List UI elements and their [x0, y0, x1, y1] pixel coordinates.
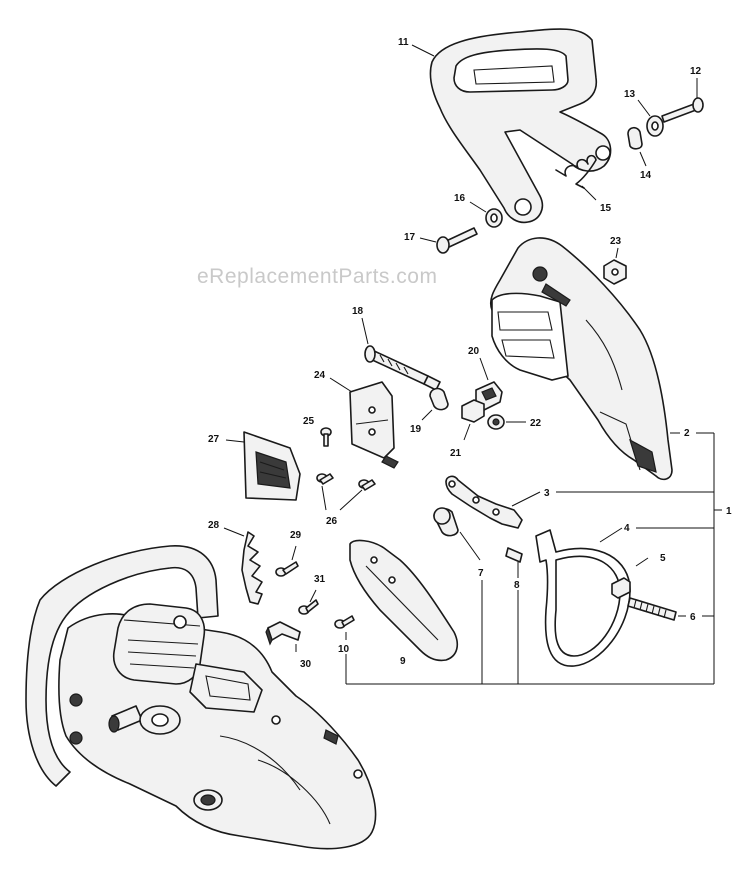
screw-6[interactable] — [627, 597, 677, 621]
bushing-7[interactable] — [433, 507, 459, 537]
washer-13[interactable] — [646, 115, 664, 137]
spring-15[interactable] — [555, 154, 597, 189]
svg-text:17: 17 — [404, 232, 416, 243]
bushing-19[interactable] — [429, 387, 449, 411]
screw-10[interactable] — [334, 615, 355, 629]
callout-13: 13 — [624, 89, 651, 117]
svg-text:29: 29 — [290, 530, 302, 541]
guard-bolt-12[interactable] — [661, 97, 704, 123]
plate-24[interactable] — [349, 381, 399, 469]
callout-19: 19 — [410, 409, 433, 435]
callout-17: 17 — [404, 232, 437, 243]
screw-25[interactable] — [320, 427, 332, 447]
svg-text:1: 1 — [726, 506, 732, 517]
spike-28[interactable] — [241, 531, 263, 605]
callout-29: 29 — [290, 530, 302, 561]
watermark-text: eReplacementParts.com — [197, 265, 437, 288]
callout-12: 12 — [690, 66, 702, 98]
callout-26: 26 — [321, 485, 363, 527]
svg-text:20: 20 — [468, 346, 480, 357]
callout-27: 27 — [208, 434, 245, 445]
svg-text:26: 26 — [326, 516, 338, 527]
callout-21: 21 — [450, 423, 471, 459]
callout-14: 14 — [639, 151, 652, 181]
svg-text:16: 16 — [454, 193, 466, 204]
screws-26[interactable] — [316, 473, 376, 491]
callout-2: 2 — [670, 428, 690, 439]
svg-text:30: 30 — [300, 659, 312, 670]
svg-text:10: 10 — [338, 644, 350, 655]
svg-text:12: 12 — [690, 66, 702, 77]
svg-text:3: 3 — [544, 488, 550, 499]
assembly-bracket — [346, 432, 722, 685]
callout-10: 10 — [338, 632, 350, 684]
guide-plate-9[interactable] — [349, 539, 459, 662]
svg-text:11: 11 — [398, 37, 409, 48]
svg-text:25: 25 — [303, 416, 315, 427]
callout-7: 7 — [459, 531, 484, 684]
brake-band-4[interactable] — [535, 529, 631, 667]
hand-guard[interactable] — [429, 28, 612, 224]
svg-text:13: 13 — [624, 89, 636, 100]
chainsaw-body[interactable] — [25, 545, 377, 850]
pin-8[interactable] — [505, 547, 523, 563]
block-21[interactable] — [461, 399, 485, 423]
svg-text:14: 14 — [640, 170, 652, 181]
svg-text:28: 28 — [208, 520, 220, 531]
brake-housing[interactable] — [489, 237, 673, 481]
svg-text:24: 24 — [314, 370, 326, 381]
callout-6: 6 — [678, 612, 714, 623]
callout-25: 25 — [303, 416, 315, 427]
svg-text:7: 7 — [478, 568, 484, 579]
svg-text:19: 19 — [410, 424, 422, 435]
svg-text:15: 15 — [600, 203, 612, 214]
callout-28: 28 — [208, 520, 245, 537]
callout-31: 31 — [309, 574, 326, 603]
callout-11: 11 — [398, 37, 435, 57]
callout-22: 22 — [506, 418, 542, 429]
bolt-17[interactable] — [436, 227, 478, 254]
screw-29[interactable] — [275, 561, 299, 577]
callout-1: 1 — [726, 506, 732, 517]
svg-text:23: 23 — [610, 236, 622, 247]
svg-text:4: 4 — [624, 523, 630, 534]
svg-text:5: 5 — [660, 553, 666, 564]
screw-31[interactable] — [298, 599, 319, 615]
callout-15: 15 — [581, 185, 612, 214]
svg-text:27: 27 — [208, 434, 220, 445]
callout-18: 18 — [352, 306, 369, 345]
svg-text:18: 18 — [352, 306, 364, 317]
nut-23[interactable] — [603, 259, 627, 285]
svg-text:8: 8 — [514, 580, 520, 591]
callout-9: 9 — [400, 656, 406, 667]
svg-text:6: 6 — [690, 612, 696, 623]
callout-24: 24 — [314, 370, 353, 393]
svg-text:22: 22 — [530, 418, 542, 429]
svg-text:2: 2 — [684, 428, 690, 439]
bolt-18[interactable] — [364, 345, 441, 391]
callout-30: 30 — [295, 644, 312, 670]
plate-27[interactable] — [243, 431, 301, 501]
callout-8: 8 — [514, 562, 520, 684]
svg-text:21: 21 — [450, 448, 462, 459]
bracket-30[interactable] — [265, 621, 301, 646]
nut-22[interactable] — [487, 414, 505, 430]
callout-4: 4 — [599, 523, 714, 543]
svg-text:31: 31 — [314, 574, 326, 585]
callout-16: 16 — [454, 193, 487, 213]
block-5[interactable] — [611, 577, 631, 599]
linkage-3[interactable] — [445, 475, 523, 529]
svg-text:9: 9 — [400, 656, 406, 667]
bushing-16[interactable] — [485, 208, 503, 228]
callout-20: 20 — [468, 346, 489, 381]
bushing-14[interactable] — [627, 126, 643, 150]
callout-5: 5 — [635, 553, 666, 567]
callout-23: 23 — [610, 236, 622, 259]
callout-3: 3 — [511, 488, 714, 507]
